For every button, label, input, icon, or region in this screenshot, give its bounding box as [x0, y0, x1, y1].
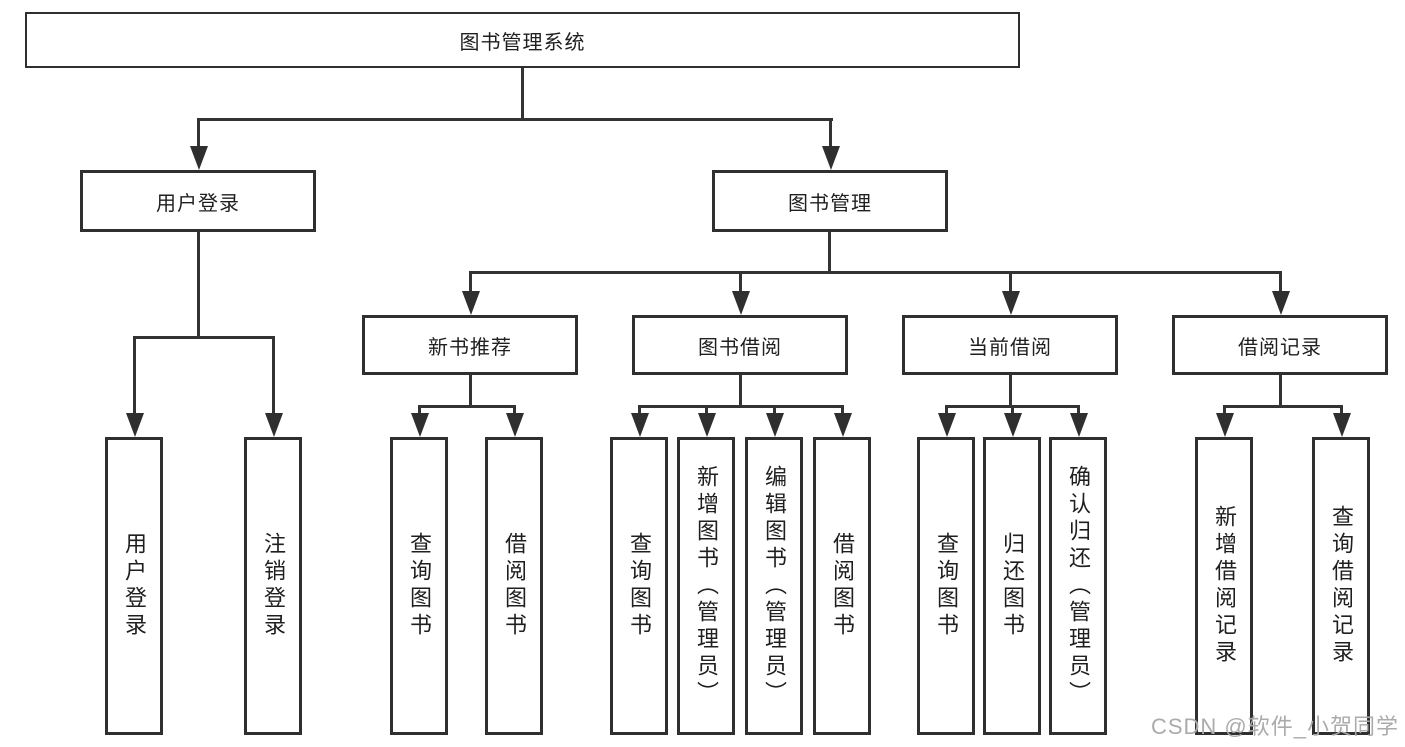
arrow-down-icon	[265, 413, 283, 437]
connector-hline	[418, 405, 516, 408]
arrow-down-icon	[834, 413, 852, 437]
arrow-down-icon	[1070, 413, 1088, 437]
connector-stem	[773, 405, 776, 417]
connector-stem	[1009, 271, 1012, 295]
arrow-down-icon	[766, 413, 784, 437]
connector-stem	[1340, 405, 1343, 417]
node-book-management: 图书管理	[712, 170, 948, 232]
arrow-down-icon	[126, 413, 144, 437]
connector-stem	[945, 405, 948, 417]
connector-stem	[739, 271, 742, 295]
connector-stem	[1011, 405, 1014, 417]
arrow-down-icon	[631, 413, 649, 437]
node-label: 当前借阅	[968, 336, 1052, 359]
arrow-down-icon	[1272, 291, 1290, 315]
node-label: 查询图书	[934, 532, 959, 640]
node-label: 查询图书	[627, 532, 652, 640]
arrow-down-icon	[1002, 291, 1020, 315]
node-label: 归还图书	[1000, 532, 1025, 640]
connector-hline	[133, 336, 275, 339]
arrow-down-icon	[506, 413, 524, 437]
connector-hline	[469, 271, 1282, 274]
node-label: 查询图书	[407, 532, 432, 640]
arrow-down-icon	[462, 291, 480, 315]
node-current-borrow: 当前借阅	[902, 315, 1118, 375]
arrow-down-icon	[732, 291, 750, 315]
node-label: 图书管理系统	[459, 31, 586, 54]
node-label: 借阅图书	[502, 532, 527, 640]
leaf-add-borrow-record: 新增借阅记录	[1195, 437, 1253, 735]
arrow-down-icon	[822, 146, 840, 170]
csdn-watermark: CSDN @软件_小贺同学	[1150, 714, 1399, 739]
connector-stem	[1279, 271, 1282, 295]
connector-stub	[197, 232, 200, 339]
leaf-borrow-borrow-books: 借阅图书	[813, 437, 871, 735]
connector-stub	[828, 232, 831, 273]
connector-hline	[638, 405, 844, 408]
arrow-down-icon	[411, 413, 429, 437]
connector-stem	[1223, 405, 1226, 417]
connector-root-hline	[197, 118, 833, 121]
node-book-management-system: 图书管理系统	[25, 12, 1020, 68]
node-borrow-records: 借阅记录	[1172, 315, 1388, 375]
connector-stub	[1009, 375, 1012, 408]
node-label: 用户登录	[122, 532, 147, 640]
connector-stem	[272, 336, 275, 417]
connector-stem	[513, 405, 516, 417]
arrow-down-icon	[698, 413, 716, 437]
leaf-borrow-query-books: 查询图书	[610, 437, 668, 735]
node-label: 确认归还（管理员）	[1066, 464, 1091, 708]
arrow-down-icon	[938, 413, 956, 437]
connector-stem	[1077, 405, 1080, 417]
node-label: 新增图书（管理员）	[694, 464, 719, 708]
connector-stem	[841, 405, 844, 417]
arrow-down-icon	[1004, 413, 1022, 437]
connector-stem	[829, 118, 832, 150]
connector-stem	[638, 405, 641, 417]
leaf-query-borrow-record: 查询借阅记录	[1312, 437, 1370, 735]
leaf-current-query-books: 查询图书	[917, 437, 975, 735]
node-label: 借阅图书	[830, 532, 855, 640]
leaf-confirm-return-admin: 确认归还（管理员）	[1049, 437, 1107, 735]
leaf-recommend-query-books: 查询图书	[390, 437, 448, 735]
connector-stub	[1279, 375, 1282, 408]
node-label: 图书管理	[788, 192, 872, 215]
arrow-down-icon	[190, 146, 208, 170]
connector-stub	[469, 375, 472, 408]
node-user-login: 用户登录	[80, 170, 316, 232]
node-label: 新书推荐	[428, 336, 512, 359]
connector-stem	[705, 405, 708, 417]
connector-stem	[133, 336, 136, 417]
leaf-add-books-admin: 新增图书（管理员）	[677, 437, 735, 735]
node-label: 新增借阅记录	[1212, 505, 1237, 667]
connector-root-stub	[521, 68, 524, 121]
connector-stem	[197, 118, 200, 150]
node-book-borrow: 图书借阅	[632, 315, 848, 375]
leaf-edit-books-admin: 编辑图书（管理员）	[745, 437, 803, 735]
connector-stub	[739, 375, 742, 408]
connector-stem	[469, 271, 472, 295]
leaf-return-books: 归还图书	[983, 437, 1041, 735]
arrow-down-icon	[1216, 413, 1234, 437]
node-new-book-recommend: 新书推荐	[362, 315, 578, 375]
leaf-recommend-borrow-books: 借阅图书	[485, 437, 543, 735]
node-label: 借阅记录	[1238, 336, 1322, 359]
node-label: 编辑图书（管理员）	[762, 464, 787, 708]
node-label: 查询借阅记录	[1329, 505, 1354, 667]
leaf-user-login: 用户登录	[105, 437, 163, 735]
arrow-down-icon	[1333, 413, 1351, 437]
connector-stem	[418, 405, 421, 417]
node-label: 用户登录	[156, 192, 240, 215]
node-label: 注销登录	[261, 532, 286, 640]
leaf-logout: 注销登录	[244, 437, 302, 735]
node-label: 图书借阅	[698, 336, 782, 359]
connector-hline	[1223, 405, 1343, 408]
